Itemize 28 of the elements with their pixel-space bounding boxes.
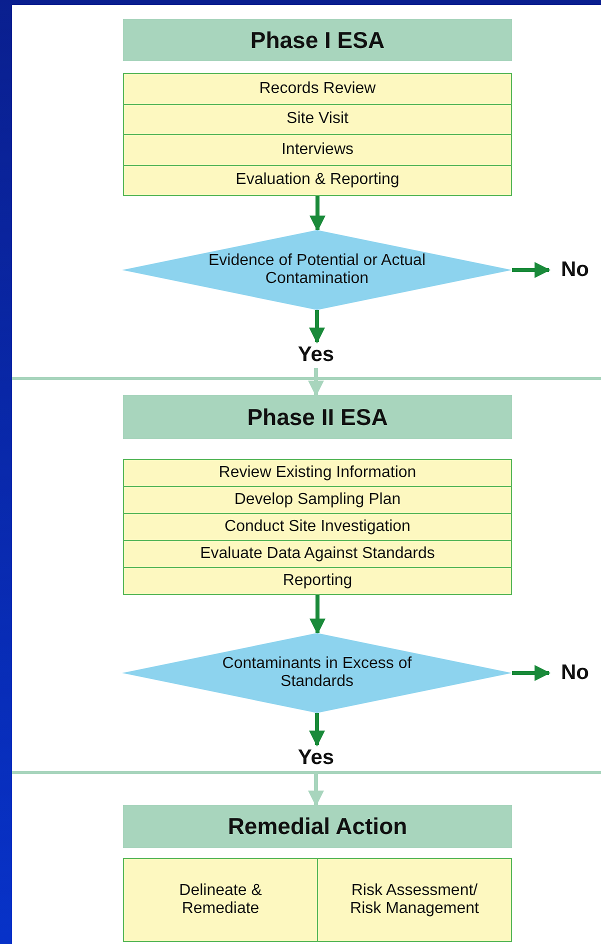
list-item: Evaluate Data Against Standards [124, 540, 511, 567]
outcome-label: Yes [296, 343, 336, 367]
action-box: Risk Assessment/ Risk Management [317, 858, 512, 942]
outcome-label: No [560, 661, 590, 685]
phase-header: Phase II ESA [123, 395, 512, 439]
list-item: Interviews [124, 134, 511, 164]
action-box: Delineate & Remediate [123, 858, 318, 942]
list-item: Records Review [258, 78, 377, 99]
decision-text: Contaminants in Excess of Standards [221, 655, 413, 691]
arrow [512, 262, 551, 278]
outcome-label: No [560, 258, 590, 282]
arrow [310, 595, 326, 635]
phase-header: Phase I ESA [123, 19, 512, 61]
arrow [512, 665, 551, 681]
list-item: Evaluation & Reporting [124, 164, 511, 195]
phase-header: Remedial Action [123, 805, 512, 848]
arrow [309, 310, 325, 344]
outcome-label: Yes [296, 746, 336, 770]
list-item: Conduct Site Investigation [124, 513, 511, 540]
arrow [309, 713, 325, 747]
list-item: Review Existing Information [218, 463, 418, 483]
list-item: Develop Sampling Plan [124, 486, 511, 513]
decision-text: Evidence of Potential or Actual Contamination [207, 252, 427, 288]
list-item: Site Visit [124, 104, 511, 134]
arrow [308, 368, 324, 397]
arrow [310, 196, 326, 232]
list-item: Reporting [124, 567, 511, 594]
arrow [308, 771, 324, 807]
